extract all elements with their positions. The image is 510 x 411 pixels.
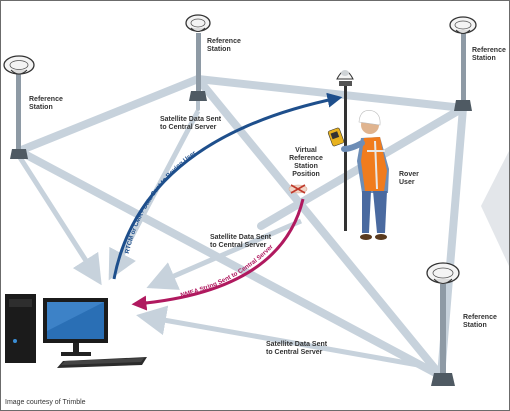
computer-tower — [5, 294, 36, 363]
computer-monitor — [43, 298, 147, 368]
reference-station-label: Reference Station — [29, 96, 63, 111]
rover-user-label: Rover User — [399, 171, 419, 186]
reference-station-label: Reference Station — [472, 47, 506, 62]
satellite-data-label: Satellite Data Sent to Central Server — [160, 116, 222, 131]
nmea-arrow — [131, 198, 305, 311]
vrs-marker — [288, 184, 308, 194]
reference-station-bottom — [426, 262, 460, 386]
image-credit: Image courtesy of Trimble — [5, 399, 86, 406]
reference-station-top — [185, 14, 211, 101]
satellite-data-label: Satellite Data Sent to Central Server — [210, 234, 272, 249]
vrs-position-label: Virtual Reference Station Position — [289, 147, 323, 178]
rover-pole — [336, 70, 354, 231]
reference-station-left — [3, 55, 35, 159]
satellite-data-label: Satellite Data Sent to Central Server — [266, 341, 328, 356]
edge-shape — [481, 151, 509, 266]
rover-user — [327, 110, 389, 240]
reference-station-label: Reference Station — [463, 314, 497, 329]
rtcm-arrow — [112, 92, 343, 280]
reference-station-label: Reference Station — [207, 38, 241, 53]
reference-station-right — [449, 16, 477, 111]
